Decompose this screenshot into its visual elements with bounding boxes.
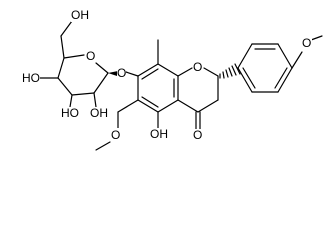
bond-c4a-c5 xyxy=(157,99,179,113)
bond-sugar-c6-oh xyxy=(60,20,73,37)
label-sugar-c4-oh: HO xyxy=(22,71,40,85)
label-ketone-o: O xyxy=(193,128,202,142)
label-sugar-ring-o: O xyxy=(86,49,95,63)
bond-c5-c6 xyxy=(137,99,159,113)
double-ar-c4-c5 xyxy=(274,67,288,89)
bond-ar-c3-c4 xyxy=(277,43,293,69)
bond-sugar-o-c1 xyxy=(95,62,109,74)
bond-c8-c8a xyxy=(157,63,179,77)
bond-c7-glycosidic-o xyxy=(125,71,139,77)
wedge-c1-glycosidic-o xyxy=(108,71,118,76)
glucose-ring xyxy=(39,20,118,108)
bond-sugar-c5-c6 xyxy=(60,35,65,59)
bond-sugar-c4-c5 xyxy=(57,57,65,79)
bond-ar-c1-c2 xyxy=(237,43,253,69)
bond-sugar-c1-c2 xyxy=(93,72,109,94)
bond-c4-c4a xyxy=(177,99,199,113)
bond-sugar-c2-oh xyxy=(93,92,97,108)
bond-sugar-c3-oh xyxy=(69,94,73,108)
bond-o1-c2 xyxy=(203,67,219,77)
hashed-wedge-c2-aryl xyxy=(219,63,241,79)
label-ring-o: O xyxy=(193,60,202,74)
bond-sugar-c5-o xyxy=(63,54,85,59)
bond-c8a-o1 xyxy=(177,67,193,77)
bond-c3-c4 xyxy=(197,99,219,113)
label-methoxy-o: O xyxy=(111,128,120,142)
bond-ar-c4-c5 xyxy=(277,67,293,93)
atom-labels: O OH HO HO OH O O O OH O O xyxy=(22,8,312,142)
pyranone-ring-c xyxy=(177,63,241,130)
bond-anisole-o-ch3 xyxy=(310,35,323,41)
label-sugar-c2-oh: OH xyxy=(90,106,108,120)
bond-methoxy-o-ch3 xyxy=(95,141,111,151)
bond-sugar-c2-c3 xyxy=(71,92,95,96)
double-c5-c6 xyxy=(141,96,159,108)
bond-ar-c4-o xyxy=(291,51,303,69)
chemical-structure-diagram: O OH HO HO OH O O O OH O O xyxy=(22,8,323,151)
bond-sugar-c3-c4 xyxy=(57,77,73,96)
bond-c7-c8 xyxy=(137,63,159,77)
bond-c6-ch2 xyxy=(117,99,139,113)
label-sugar-c3-oh: HO xyxy=(61,106,79,120)
double-c7-c8 xyxy=(141,68,159,80)
aromatic-ring-a xyxy=(95,39,179,151)
label-glycosidic-o: O xyxy=(117,66,126,80)
bond-ar-c6-c1 xyxy=(237,67,253,93)
label-anisole-o: O xyxy=(302,36,311,50)
methoxyphenyl-ring xyxy=(237,35,323,93)
label-sugar-ch2oh: OH xyxy=(71,8,89,22)
double-ar-c6-c1 xyxy=(242,67,256,89)
label-phenol-oh: OH xyxy=(150,127,168,141)
